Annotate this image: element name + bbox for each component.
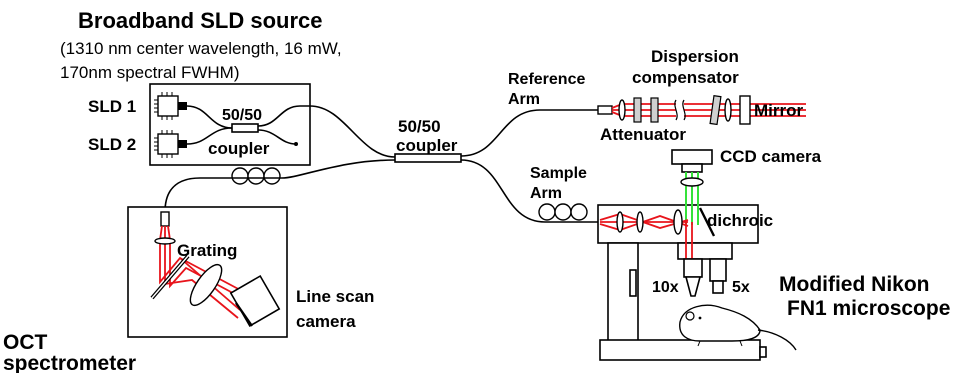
sample-arm-label-line2: Arm — [530, 185, 562, 202]
tube-lens — [680, 177, 704, 187]
sld2-fiber — [186, 127, 233, 145]
sld2-label: SLD 2 — [88, 135, 136, 154]
grating-label: Grating — [177, 241, 237, 260]
reference-arm-label-line1: Reference — [508, 71, 585, 88]
mouse-icon — [679, 304, 797, 351]
objective-10x-label: 10x — [652, 279, 679, 296]
sample-arm-fiber — [460, 159, 600, 223]
sld2-diode-icon — [154, 130, 187, 158]
spectrometer-focusing-lens — [189, 263, 223, 307]
relay-lens — [636, 211, 644, 233]
main-coupler — [394, 153, 462, 163]
dispersion-label-line1: Dispersion — [651, 47, 739, 66]
sld1-diode-icon — [154, 92, 187, 120]
fiber-polarization-loops — [231, 167, 281, 185]
reference-arm-label-line2: Arm — [508, 91, 540, 108]
scan-lens — [616, 211, 624, 233]
dispersion-block-2 — [709, 95, 722, 126]
reference-collimator — [597, 105, 613, 115]
inner-coupler-out-bottom — [257, 129, 297, 145]
source-title: Broadband SLD source — [78, 8, 322, 33]
spectrometer-fiber-port — [160, 211, 170, 227]
coupler-to-spectrometer-fiber — [164, 159, 396, 213]
attenuator-label: Attenuator — [600, 125, 686, 144]
reference-focus-lens — [724, 98, 732, 122]
sld1-label: SLD 1 — [88, 97, 136, 116]
main-coupler-label: coupler — [396, 136, 458, 155]
main-coupler-ratio: 50/50 — [398, 117, 441, 136]
line-scan-camera — [229, 274, 281, 328]
line-scan-label-line1: Line scan — [296, 287, 374, 306]
sample-arm-fiber-loops — [538, 203, 588, 221]
microscope-label-line1: Modified Nikon — [779, 273, 930, 296]
reference-lens — [618, 99, 626, 121]
ccd-camera-mount — [681, 163, 703, 173]
spectrometer-label-line2: spectrometer — [3, 352, 136, 373]
reference-mirror — [739, 95, 751, 125]
objective-5x — [709, 258, 727, 294]
inner-coupler-ratio: 50/50 — [222, 107, 262, 124]
ccd-camera — [671, 149, 713, 165]
attenuator — [633, 97, 642, 123]
collimating-lens-sample — [673, 209, 683, 235]
dichroic-label: dichroic — [707, 211, 773, 230]
beam-break-mark — [674, 98, 686, 122]
objective-10x — [683, 258, 703, 297]
dichroic-mirror — [698, 207, 716, 237]
dispersion-block-1 — [650, 97, 659, 123]
spectrometer-label-line1: OCT — [3, 331, 48, 354]
source-to-coupler-fiber — [309, 105, 396, 158]
inner-coupler — [231, 123, 259, 133]
ccd-camera-label: CCD camera — [720, 147, 822, 166]
spectrometer-collimating-lens — [154, 237, 176, 245]
source-specs-line2: 170nm spectral FWHM) — [60, 63, 239, 82]
sld1-fiber — [186, 105, 233, 129]
source-specs-line1: (1310 nm center wavelength, 16 mW, — [60, 39, 342, 58]
line-scan-label-line2: camera — [296, 312, 356, 331]
objective-5x-label: 5x — [732, 279, 750, 296]
mirror-label: Mirror — [754, 101, 804, 120]
reference-arm-fiber — [460, 109, 598, 157]
dispersion-label-line2: compensator — [632, 68, 739, 87]
microscope-label-line2: FN1 microscope — [787, 297, 950, 320]
inner-coupler-out-top — [257, 105, 310, 127]
inner-coupler-label: coupler — [208, 139, 270, 158]
sample-arm-label-line1: Sample — [530, 165, 587, 182]
